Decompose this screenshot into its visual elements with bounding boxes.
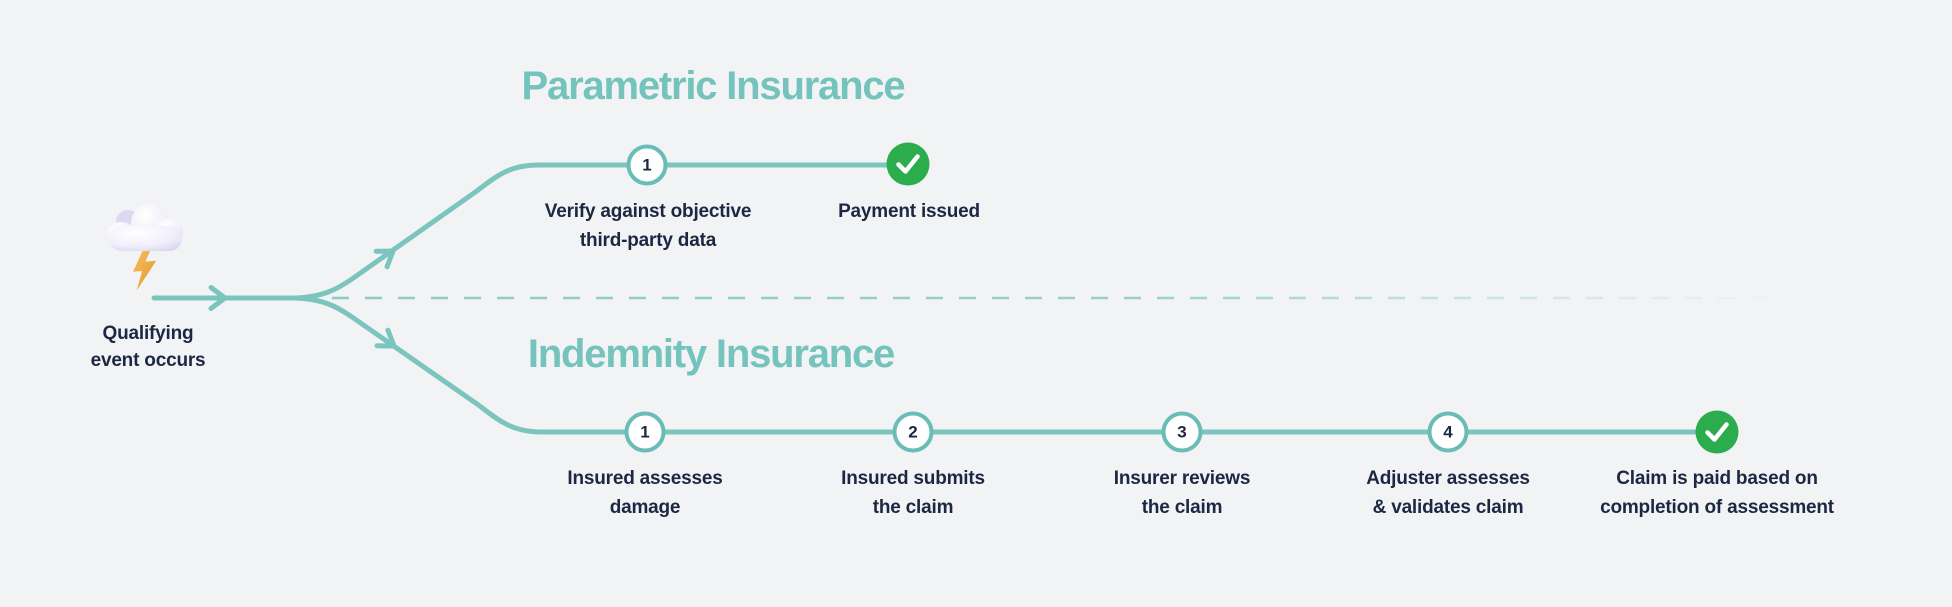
parametric-insurance-title: Parametric Insurance (521, 64, 906, 108)
label-line: Payment issued (838, 201, 980, 222)
parametric-arrowhead-icon (373, 248, 396, 270)
parametric-payment-label: Payment issued (838, 197, 980, 226)
stem-arrowhead-icon (208, 285, 228, 311)
step-number: 1 (640, 422, 650, 441)
indemnity-paid-label: Claim is paid based on completion of ass… (1600, 464, 1834, 522)
label-line: Insured submits (841, 468, 985, 489)
step-number: 3 (1177, 422, 1187, 441)
indemnity-branch-line (293, 295, 1720, 435)
parametric-branch-line (293, 162, 911, 301)
label-line: the claim (1141, 497, 1223, 518)
parametric-check-circle-icon (886, 142, 930, 186)
event-line-1: Qualifying (102, 323, 194, 344)
storm-cloud-lightning-icon (90, 166, 195, 296)
indemnity-step-4-label: Adjuster assesses & validates claim (1366, 464, 1530, 522)
indemnity-arrowhead-icon (374, 327, 397, 349)
indemnity-step-3-node: 3 (1161, 411, 1203, 453)
indemnity-step-1-label: Insured assesses damage (567, 464, 722, 522)
indemnity-step-1-node: 1 (624, 411, 666, 453)
indemnity-insurance-title: Indemnity Insurance (527, 332, 895, 376)
label-line: Insured assesses (567, 468, 723, 489)
parametric-step-1-label: Verify against objective third-party dat… (544, 197, 752, 255)
label-line: completion of assessment (1600, 497, 1834, 518)
step-number: 1 (642, 155, 652, 174)
label-line: the claim (872, 497, 954, 518)
indemnity-step-3-label: Insurer reviews the claim (1113, 464, 1251, 522)
label-line: third-party data (579, 230, 717, 251)
indemnity-check-circle-icon (1695, 410, 1739, 454)
indemnity-step-2-node: 2 (892, 411, 934, 453)
parametric-step-1-node: 1 (626, 144, 668, 186)
label-line: Verify against objective (544, 201, 752, 222)
label-line: Insurer reviews (1113, 468, 1251, 489)
step-number: 2 (908, 422, 918, 441)
label-line: & validates claim (1372, 497, 1524, 518)
label-line: Claim is paid based on (1616, 468, 1818, 489)
step-number: 4 (1443, 422, 1453, 441)
label-line: Adjuster assesses (1366, 468, 1530, 489)
label-line: damage (609, 497, 681, 518)
qualifying-event-label: Qualifying event occurs (91, 320, 206, 374)
indemnity-step-2-label: Insured submits the claim (841, 464, 985, 522)
event-line-2: event occurs (90, 350, 206, 371)
indemnity-step-4-node: 4 (1427, 411, 1469, 453)
